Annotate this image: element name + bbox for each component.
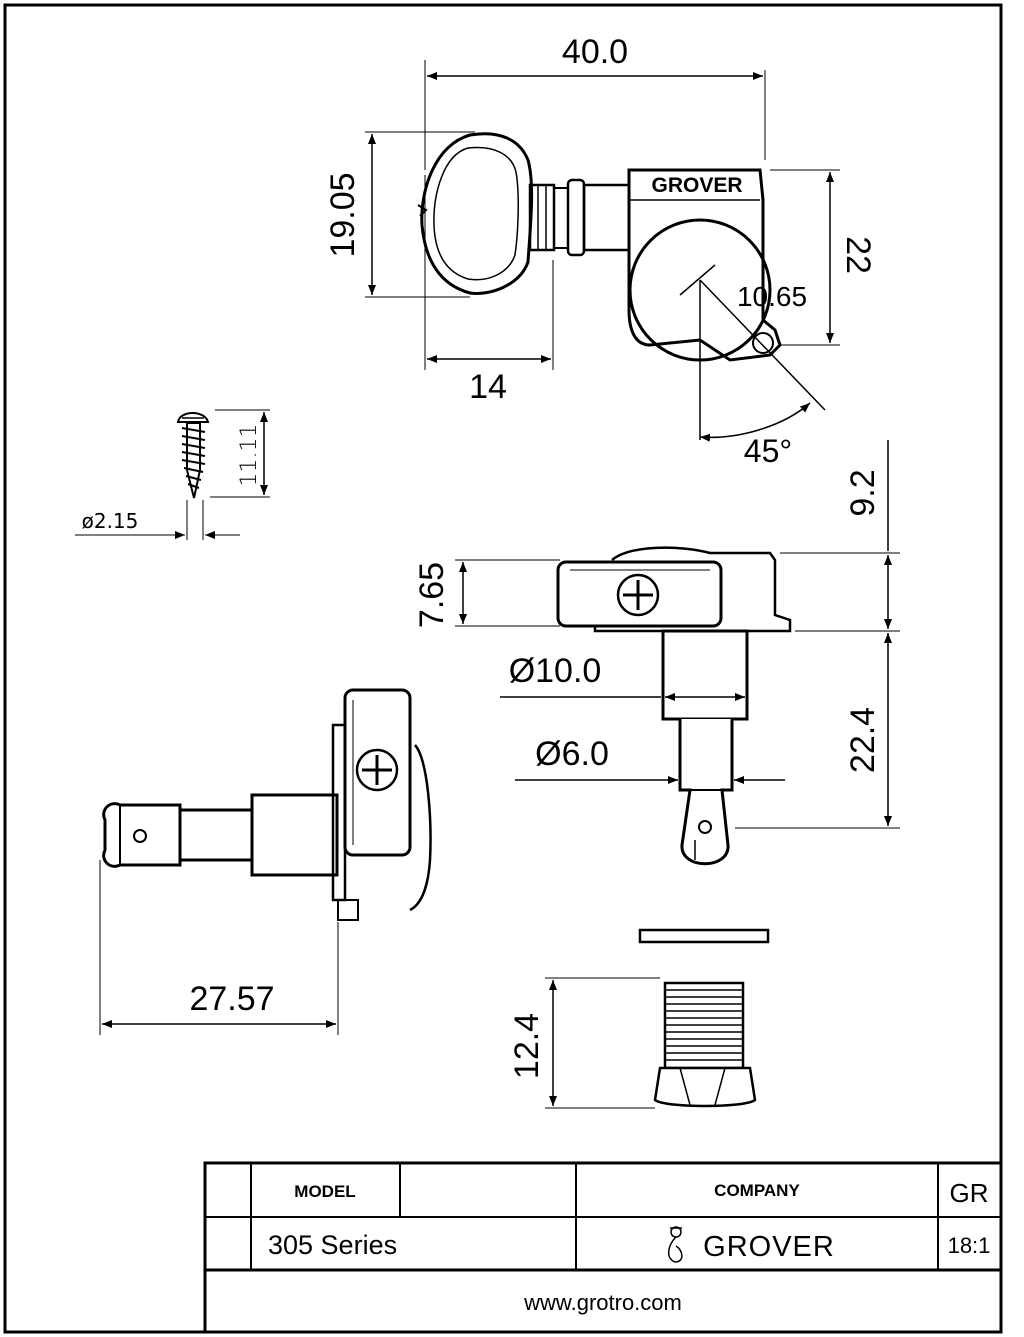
page-border (3, 3, 1003, 1334)
dim-angle: 45° (744, 433, 792, 469)
model-label: MODEL (294, 1182, 355, 1201)
scale-value: 18:1 (948, 1233, 991, 1258)
dim-bushing-diameter: Ø10.0 (509, 652, 602, 690)
code-label: GR (950, 1178, 989, 1208)
dim-housing-height: 22 (839, 236, 877, 274)
dim-housing-depth: 7.65 (413, 562, 451, 628)
title-block (203, 1161, 1003, 1334)
dim-plate-offset: 9.2 (844, 469, 882, 516)
dim-string-post-offset: 10.65 (737, 281, 807, 312)
dim-side-length: 27.57 (189, 980, 274, 1018)
washer-nut (545, 928, 770, 1109)
top-view (365, 60, 840, 442)
dim-post-height: 22.4 (844, 707, 882, 773)
model-value: 305 Series (268, 1230, 397, 1260)
dim-screw-length: 11.11 (237, 424, 262, 487)
grover-logo-emblem (668, 1226, 683, 1263)
website-link[interactable]: www.grotro.com (523, 1290, 682, 1315)
company-label: COMPANY (714, 1181, 800, 1200)
dim-screw-diameter: ø2.15 (82, 509, 139, 533)
company-value: GROVER (703, 1231, 835, 1263)
dim-width-total: 40.0 (562, 33, 628, 71)
dim-button-length: 14 (469, 368, 507, 406)
dim-post-diameter: Ø6.0 (535, 735, 609, 773)
dim-button-height: 19.05 (324, 172, 362, 257)
side-view (99, 688, 432, 1035)
dim-nut-height: 12.4 (508, 1013, 546, 1079)
housing-logo: GROVER (651, 174, 742, 197)
screw-drawing (75, 409, 270, 540)
front-view (455, 440, 900, 866)
